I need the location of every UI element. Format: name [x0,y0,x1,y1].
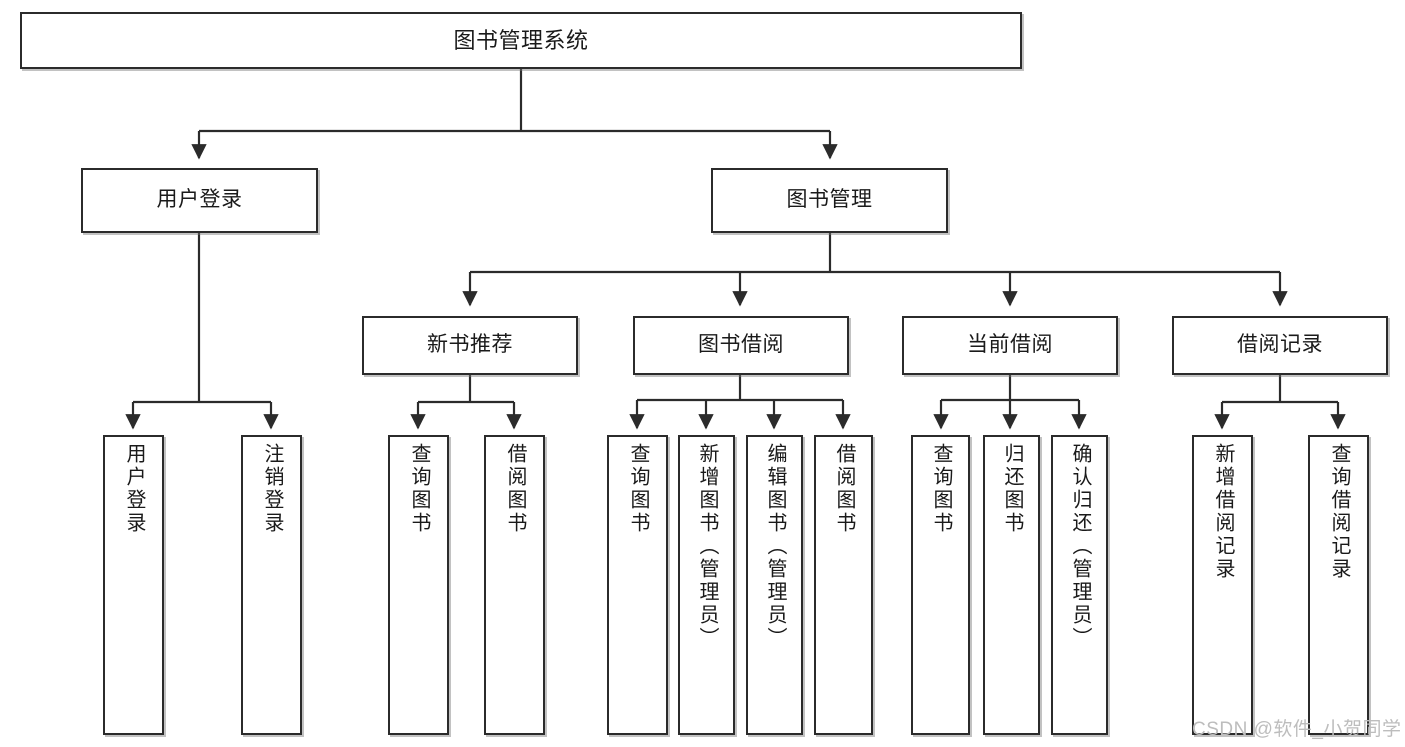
node-leaf-user-login[interactable]: 用户登录 [103,435,164,735]
node-label: 查询借阅记录 [1328,443,1350,581]
node-book-management[interactable]: 图书管理 [711,168,948,233]
node-leaf-add-book-admin[interactable]: 新增图书（管理员） [678,435,735,735]
node-leaf-logout[interactable]: 注销登录 [241,435,302,735]
node-root-book-management-system[interactable]: 图书管理系统 [20,12,1022,69]
node-label: 查询图书 [930,443,952,535]
node-label: 用户登录 [156,188,243,212]
node-leaf-borrow-book[interactable]: 借阅图书 [814,435,873,735]
node-label: 编辑图书（管理员） [764,443,786,650]
node-label: 注销登录 [261,443,283,535]
node-label: 归还图书 [1001,443,1023,535]
node-leaf-query-book-borrow[interactable]: 查询图书 [607,435,668,735]
node-label: 当前借阅 [967,333,1053,357]
node-label: 图书管理系统 [453,27,589,53]
node-leaf-return-book[interactable]: 归还图书 [983,435,1040,735]
node-leaf-query-borrow-record[interactable]: 查询借阅记录 [1308,435,1369,735]
node-leaf-query-book-current[interactable]: 查询图书 [911,435,970,735]
node-label: 查询图书 [627,443,649,535]
node-label: 借阅图书 [504,443,526,535]
node-leaf-confirm-return-admin[interactable]: 确认归还（管理员） [1051,435,1108,735]
node-label: 借阅记录 [1237,333,1323,357]
node-current-borrow[interactable]: 当前借阅 [902,316,1118,375]
node-borrow-record[interactable]: 借阅记录 [1172,316,1388,375]
node-label: 新增图书（管理员） [696,443,718,650]
node-leaf-query-book-recommend[interactable]: 查询图书 [388,435,449,735]
node-new-book-recommend[interactable]: 新书推荐 [362,316,578,375]
node-label: 图书管理 [786,188,873,212]
node-user-login[interactable]: 用户登录 [81,168,318,233]
node-leaf-add-borrow-record[interactable]: 新增借阅记录 [1192,435,1253,735]
node-label: 查询图书 [408,443,430,535]
node-label: 新增借阅记录 [1212,443,1234,581]
node-book-borrow[interactable]: 图书借阅 [633,316,849,375]
node-label: 新书推荐 [427,333,513,357]
node-label: 确认归还（管理员） [1069,443,1091,650]
node-label: 图书借阅 [698,333,784,357]
node-label: 用户登录 [123,443,145,535]
node-label: 借阅图书 [833,443,855,535]
node-leaf-borrow-book-recommend[interactable]: 借阅图书 [484,435,545,735]
node-leaf-edit-book-admin[interactable]: 编辑图书（管理员） [746,435,803,735]
watermark-text: CSDN @软件_小贺同学 [1192,719,1402,740]
